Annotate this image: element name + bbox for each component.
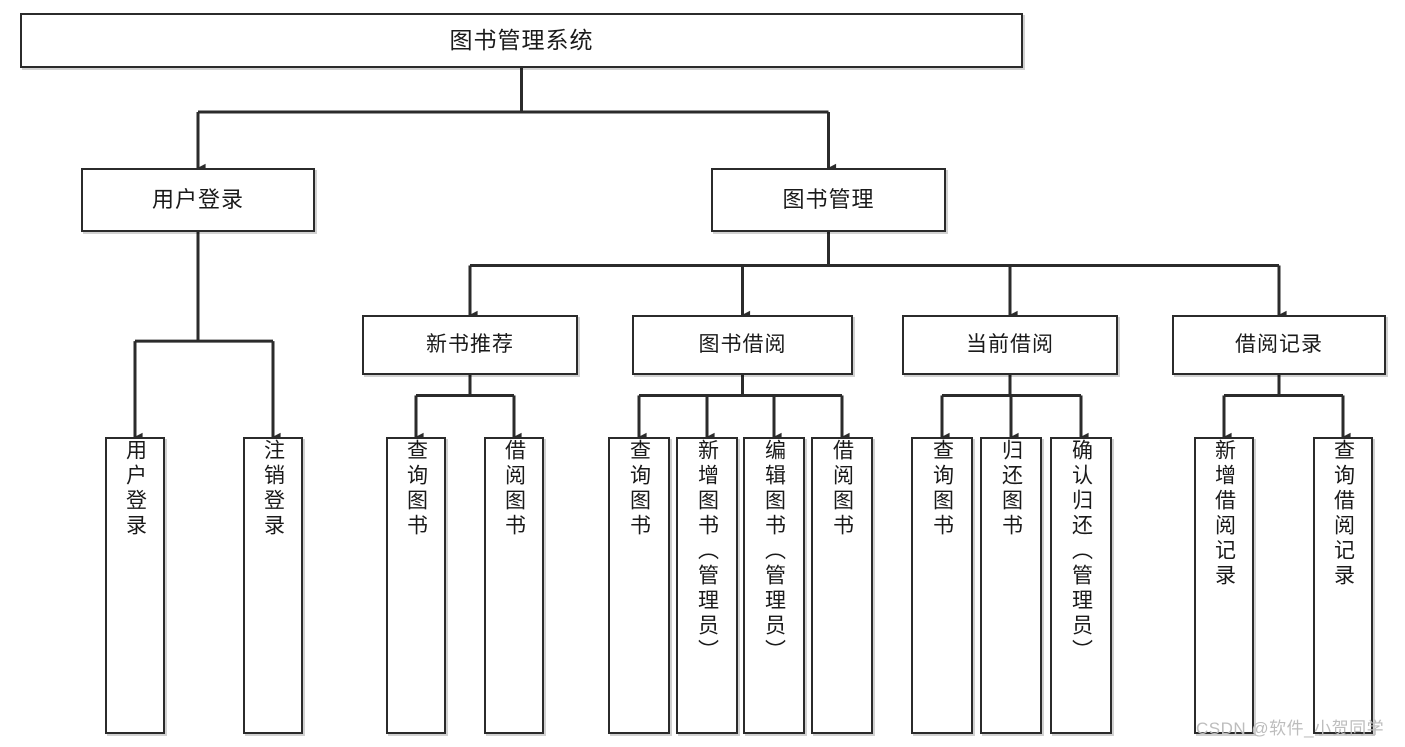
node-borrow-record-label: 借阅记录	[1235, 332, 1323, 356]
leaf-query-book-borrow-label: 查询图书	[627, 439, 651, 539]
node-book-borrow-label: 图书借阅	[698, 332, 787, 356]
watermark-text: CSDN @软件_小贺同学	[1196, 719, 1385, 738]
leaf-query-book-recommend[interactable]: 查询图书	[386, 437, 446, 734]
node-new-book-recommend-label: 新书推荐	[426, 332, 514, 356]
node-root-label: 图书管理系统	[449, 27, 594, 54]
leaf-confirm-return-label: 确认归还（管理员）	[1069, 439, 1093, 664]
leaf-add-book[interactable]: 新增图书（管理员）	[676, 437, 738, 734]
leaf-user-login-label: 用户登录	[123, 439, 147, 539]
node-new-book-recommend[interactable]: 新书推荐	[362, 315, 578, 375]
leaf-borrow-book[interactable]: 借阅图书	[811, 437, 873, 734]
leaf-add-borrow-record-label: 新增借阅记录	[1212, 439, 1236, 589]
node-root[interactable]: 图书管理系统	[20, 13, 1023, 68]
leaf-query-borrow-record-label: 查询借阅记录	[1331, 439, 1355, 589]
leaf-query-book-recommend-label: 查询图书	[404, 439, 428, 539]
leaf-return-book-label: 归还图书	[999, 439, 1023, 539]
node-borrow-record[interactable]: 借阅记录	[1172, 315, 1386, 375]
node-user-login-label: 用户登录	[151, 187, 244, 213]
node-current-borrow-label: 当前借阅	[966, 332, 1054, 356]
leaf-query-book-borrow[interactable]: 查询图书	[608, 437, 670, 734]
node-book-manage-label: 图书管理	[782, 187, 875, 213]
leaf-query-book-current[interactable]: 查询图书	[911, 437, 973, 734]
leaf-edit-book[interactable]: 编辑图书（管理员）	[743, 437, 805, 734]
leaf-user-login[interactable]: 用户登录	[105, 437, 165, 734]
leaf-confirm-return[interactable]: 确认归还（管理员）	[1050, 437, 1112, 734]
leaf-borrow-book-label: 借阅图书	[830, 439, 854, 539]
node-current-borrow[interactable]: 当前借阅	[902, 315, 1118, 375]
leaf-add-book-label: 新增图书（管理员）	[695, 439, 719, 664]
leaf-add-borrow-record[interactable]: 新增借阅记录	[1194, 437, 1254, 734]
leaf-return-book[interactable]: 归还图书	[980, 437, 1042, 734]
leaf-query-borrow-record[interactable]: 查询借阅记录	[1313, 437, 1373, 734]
leaf-query-book-current-label: 查询图书	[930, 439, 954, 539]
node-book-manage[interactable]: 图书管理	[711, 168, 946, 232]
leaf-logout-label: 注销登录	[261, 439, 285, 539]
leaf-edit-book-label: 编辑图书（管理员）	[762, 439, 786, 664]
leaf-borrow-book-recommend-label: 借阅图书	[502, 439, 526, 539]
node-book-borrow[interactable]: 图书借阅	[632, 315, 853, 375]
leaf-borrow-book-recommend[interactable]: 借阅图书	[484, 437, 544, 734]
node-user-login[interactable]: 用户登录	[81, 168, 315, 232]
leaf-logout[interactable]: 注销登录	[243, 437, 303, 734]
